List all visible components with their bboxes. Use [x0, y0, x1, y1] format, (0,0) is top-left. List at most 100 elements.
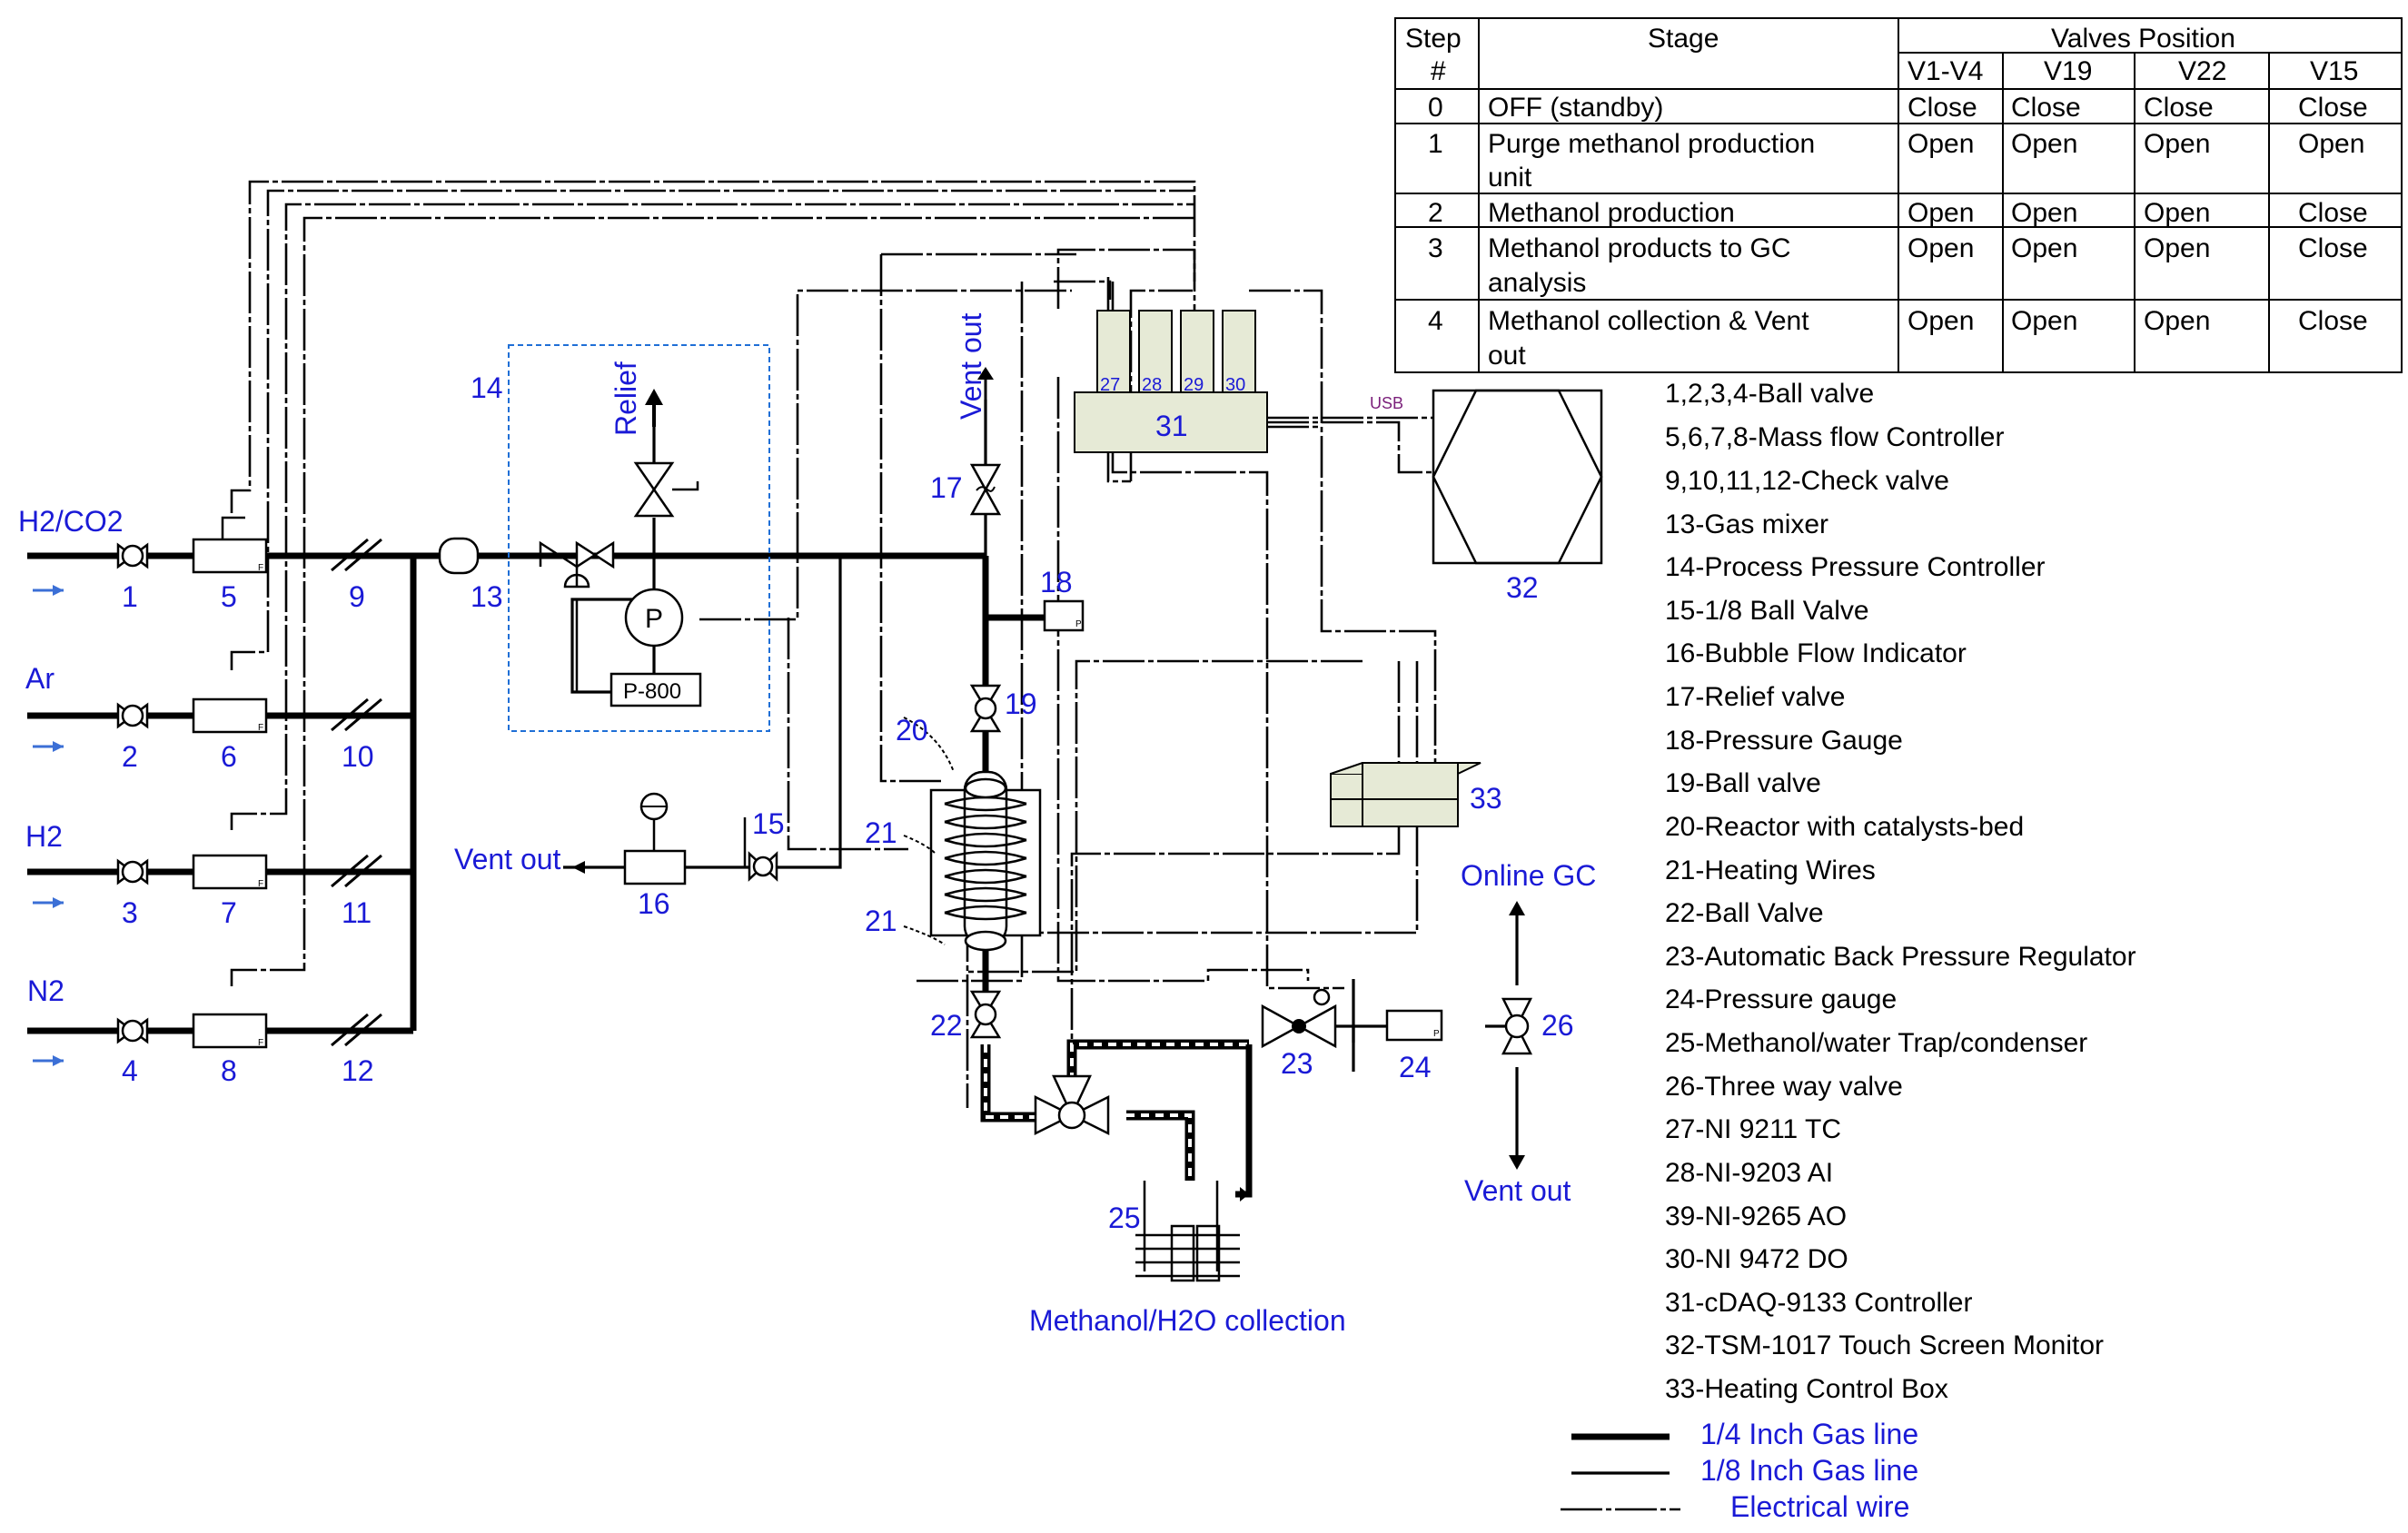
ni-module-30	[1222, 310, 1256, 395]
component-item: 23-Automatic Back Pressure Regulator	[1665, 942, 2136, 972]
table-row-4: 4 Methanol collection & Vent out Open Op…	[1428, 306, 2368, 371]
ni-module-29	[1180, 310, 1214, 395]
check-10-label: 10	[342, 740, 374, 773]
component-item: 15-1/8 Ball Valve	[1665, 596, 1869, 626]
gauge-18-label: 18	[1040, 566, 1073, 598]
svg-text:analysis: analysis	[1488, 268, 1586, 298]
svg-text:Open: Open	[2298, 129, 2364, 159]
heating-control-box	[1330, 762, 1481, 827]
valve-position-table	[1394, 17, 2403, 373]
relief-label: Relief	[609, 361, 642, 436]
component-list: 1,2,3,4-Ball valve 5,6,7,8-Mass flow Con…	[1665, 379, 2136, 1404]
valve-1-label: 1	[122, 580, 138, 613]
component-item: 5,6,7,8-Mass flow Controller	[1665, 422, 2004, 452]
module-30-label: 30	[1225, 375, 1245, 395]
component-item: 9,10,11,12-Check valve	[1665, 466, 1949, 496]
component-item: 26-Three way valve	[1665, 1072, 1903, 1102]
module-27-label: 27	[1100, 375, 1120, 395]
valve-2-label: 2	[122, 740, 138, 773]
pressure-controller-box	[508, 344, 770, 732]
svg-text:Methanol production: Methanol production	[1488, 198, 1735, 228]
p800-label: P-800	[623, 679, 681, 704]
svg-text:2: 2	[1428, 198, 1443, 228]
svg-text:Close: Close	[2298, 198, 2368, 228]
legend-quarter-inch: 1/4 Inch Gas line	[1700, 1418, 1918, 1450]
bubble-branch	[572, 792, 778, 885]
component-item: 13-Gas mixer	[1665, 509, 1828, 539]
mfc-7-label: 7	[221, 896, 237, 929]
check-11-label: 11	[342, 896, 372, 929]
inlet-h2-co2	[33, 516, 480, 596]
svg-text:Open: Open	[1908, 129, 1974, 159]
table-header-step-hash: #	[1431, 56, 1446, 86]
pressure-gauge-18	[1043, 599, 1085, 632]
table-row-1: 1 Purge methanol production unit Open Op…	[1428, 129, 2364, 193]
inlet-ar	[33, 697, 382, 752]
online-gc-label: Online GC	[1461, 859, 1596, 892]
svg-text:Open: Open	[2144, 233, 2210, 263]
daq-system	[1074, 310, 1268, 453]
gas-label-h2: H2	[25, 820, 63, 853]
mfc-8-label: 8	[221, 1054, 237, 1087]
table-row-0: 0 OFF (standby) Close Close Close Close	[1428, 93, 2368, 123]
svg-text:F: F	[258, 1038, 263, 1048]
ppc-label: 14	[471, 371, 503, 404]
svg-text:Open: Open	[2011, 233, 2077, 263]
usb-cable	[1267, 420, 1433, 474]
heat-box-33-label: 33	[1470, 782, 1502, 815]
legend-electrical: Electrical wire	[1730, 1490, 1909, 1523]
trap-25-label: 25	[1108, 1202, 1141, 1234]
bpr-23-label: 23	[1281, 1047, 1313, 1080]
svg-text:Open: Open	[1908, 233, 1974, 263]
svg-text:Open: Open	[2144, 129, 2210, 159]
svg-text:Close: Close	[2011, 93, 2081, 123]
component-item: 31-cDAQ-9133 Controller	[1665, 1288, 1972, 1318]
three-way-26-label: 26	[1541, 1009, 1574, 1042]
vent-out-left-label: Vent out	[454, 843, 561, 875]
valve-4-label: 4	[122, 1054, 138, 1087]
table-col-v1v4: V1-V4	[1908, 56, 1983, 86]
outlet-section: P	[1034, 901, 1533, 1282]
component-item: 20-Reactor with catalysts-bed	[1665, 812, 2024, 842]
condenser-trap	[1135, 1181, 1240, 1282]
controller-31-label: 31	[1155, 410, 1188, 442]
vent-out-top-label: Vent out	[955, 312, 987, 420]
gas-label-h2-co2: H2/CO2	[18, 505, 124, 538]
component-item: 21-Heating Wires	[1665, 856, 1876, 885]
svg-text:F: F	[258, 563, 263, 573]
table-col-v19: V19	[2044, 56, 2092, 86]
valve-22-label: 22	[930, 1009, 963, 1042]
gas-inlets: F F F F	[33, 516, 480, 1066]
table-header-step: Step	[1405, 24, 1462, 54]
line-legend: 1/4 Inch Gas line 1/8 Inch Gas line Elec…	[1561, 1418, 1918, 1523]
svg-text:1: 1	[1428, 129, 1443, 159]
svg-text:Close: Close	[1908, 93, 1977, 123]
svg-text:Methanol products to GC: Methanol products to GC	[1488, 233, 1791, 263]
component-item: 22-Ball Valve	[1665, 898, 1824, 928]
svg-text:Open: Open	[2011, 129, 2077, 159]
svg-text:Open: Open	[1908, 306, 1974, 336]
vent-out-right-label: Vent out	[1464, 1174, 1571, 1207]
component-item: 28-NI-9203 AI	[1665, 1158, 1833, 1188]
table-col-v15: V15	[2310, 56, 2358, 86]
svg-text:out: out	[1488, 341, 1526, 371]
relief-valve-17-label: 17	[930, 471, 963, 504]
p800-controller	[609, 672, 702, 707]
table-row-2: 2 Methanol production Open Open Open Clo…	[1428, 198, 2368, 228]
svg-text:3: 3	[1428, 233, 1443, 263]
pressure-sensor-symbol: P	[645, 604, 663, 634]
usb-label: USB	[1370, 394, 1403, 412]
pressure-controller: P P-800	[539, 389, 702, 707]
svg-text:Open: Open	[1908, 198, 1974, 228]
component-item: 25-Methanol/water Trap/condenser	[1665, 1028, 2087, 1058]
heating-wire-21-lower-label: 21	[865, 905, 897, 937]
gas-lines	[27, 400, 1519, 1198]
module-28-label: 28	[1142, 375, 1162, 395]
pressure-sensor-icon	[624, 588, 684, 648]
svg-text:OFF (standby): OFF (standby)	[1488, 93, 1663, 123]
valve-3-label: 3	[122, 896, 138, 929]
svg-text:Methanol collection & Vent: Methanol collection & Vent	[1488, 306, 1809, 336]
svg-text:Close: Close	[2298, 306, 2368, 336]
relief-valve-icon	[633, 461, 675, 518]
svg-text:F: F	[258, 723, 263, 733]
